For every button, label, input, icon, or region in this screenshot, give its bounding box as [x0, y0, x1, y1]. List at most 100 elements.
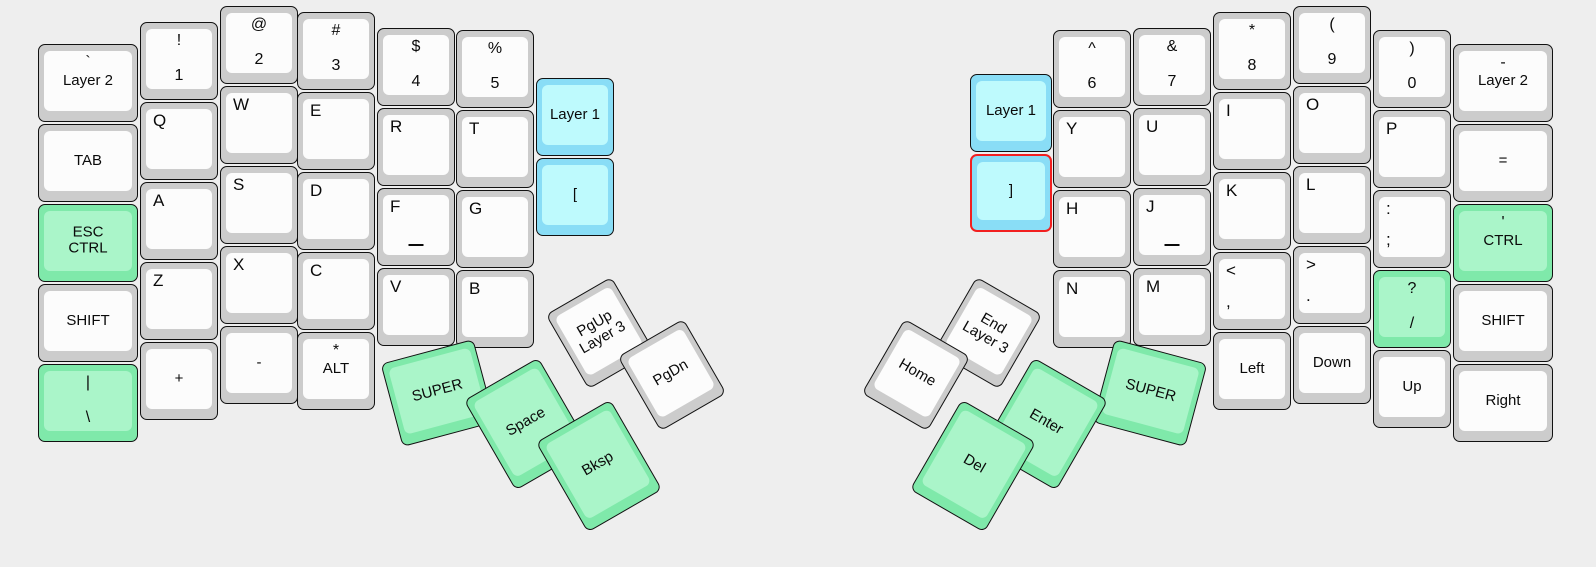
keycap-surface: (9 [1299, 13, 1365, 73]
middle-column-e[interactable]: E [297, 92, 375, 170]
pinky-column-?[interactable]: ?/ [1373, 270, 1451, 348]
index-inner-column-%[interactable]: %5 [456, 30, 534, 108]
key-legend: + [174, 369, 184, 387]
middle-column-d[interactable]: D [297, 172, 375, 250]
homing-bar-indicator [1164, 244, 1180, 246]
index-column-j[interactable]: J [1133, 188, 1211, 266]
index-column-&[interactable]: &7 [1133, 28, 1211, 106]
key-legend: > [1306, 255, 1316, 274]
ring-column-@[interactable]: @2 [220, 6, 298, 84]
index-column-v[interactable]: V [377, 268, 455, 346]
index-inner-column-y[interactable]: Y [1053, 110, 1131, 188]
middle-column-i[interactable]: I [1213, 92, 1291, 170]
index-inner-column-h[interactable]: H [1053, 190, 1131, 268]
key-legend: C [310, 261, 323, 280]
keycap-surface: SHIFT [44, 291, 132, 351]
keycap-surface: X [226, 253, 292, 313]
key-legend: PgDn [650, 355, 692, 390]
ring-column-down[interactable]: Down [1293, 326, 1371, 404]
keycap-surface: G [462, 197, 528, 257]
pinky-column-q[interactable]: Q [140, 102, 218, 180]
keycap-surface: :; [1379, 197, 1445, 257]
middle-column-c[interactable]: C [297, 252, 375, 330]
index-inner-column-g[interactable]: G [456, 190, 534, 268]
key-legend: Up [1402, 377, 1422, 395]
index-inner-column-n[interactable]: N [1053, 270, 1131, 348]
thumb-reach-column-][interactable]: ] [970, 154, 1052, 232]
pinky-column-![interactable]: !1 [140, 22, 218, 100]
thumb-reach-column-[[interactable]: [ [536, 158, 614, 236]
keycap-surface: |\ [44, 371, 132, 431]
middle-column-alt[interactable]: *ALT [297, 332, 375, 410]
index-column-f[interactable]: F [377, 188, 455, 266]
pinky-column-a[interactable]: A [140, 182, 218, 260]
pinky-outer-column-layer-2[interactable]: `Layer 2 [38, 44, 138, 122]
index-column-r[interactable]: R [377, 108, 455, 186]
keycap-surface: Right [1459, 371, 1547, 431]
pinky-outer-column-esc-ctrl[interactable]: ESC CTRL [38, 204, 138, 282]
pinky-column-)[interactable]: )0 [1373, 30, 1451, 108]
pinky-column-:[interactable]: :; [1373, 190, 1451, 268]
key-legend: ! [176, 32, 182, 49]
key-legend: < [1226, 261, 1236, 280]
key-legend: SHIFT [66, 311, 110, 329]
key-legend: PgUp Layer 3 [574, 306, 629, 358]
key-legend: 8 [1247, 57, 1257, 75]
middle-column-<[interactable]: <, [1213, 252, 1291, 330]
pinky-outer-column-right[interactable]: Right [1453, 364, 1553, 442]
ring-column-([interactable]: (9 [1293, 6, 1371, 84]
key-legend: TAB [73, 151, 103, 169]
keycap-surface: F [383, 195, 449, 255]
key-legend: Bksp [578, 447, 617, 480]
keycap-surface: &7 [1139, 35, 1205, 95]
key-legend: . [1306, 286, 1311, 305]
pinky-column-z[interactable]: Z [140, 262, 218, 340]
pinky-outer-column-layer-2[interactable]: -Layer 2 [1453, 44, 1553, 122]
pinky-outer-column-shift[interactable]: SHIFT [38, 284, 138, 362]
pinky-column-p[interactable]: P [1373, 110, 1451, 188]
middle-column-left[interactable]: Left [1213, 332, 1291, 410]
ring-column-s[interactable]: S [220, 166, 298, 244]
key-legend: Y [1066, 119, 1078, 138]
middle-column-*[interactable]: *8 [1213, 12, 1291, 90]
key-legend: K [1226, 181, 1238, 200]
key-legend: V [390, 277, 402, 296]
key-legend: ? [1407, 280, 1417, 297]
keycap-surface: U [1139, 115, 1205, 175]
pinky-outer-column-|[interactable]: |\ [38, 364, 138, 442]
ring-column-l[interactable]: L [1293, 166, 1371, 244]
thumb-key-super-super[interactable]: SUPER [1092, 339, 1208, 447]
keycap-surface: S [226, 173, 292, 233]
key-legend: N [1066, 279, 1079, 298]
index-inner-column-^[interactable]: ^6 [1053, 30, 1131, 108]
keycap-surface: Layer 1 [542, 85, 608, 145]
pinky-column-+[interactable]: + [140, 342, 218, 420]
index-column-$[interactable]: $4 [377, 28, 455, 106]
index-inner-column-t[interactable]: T [456, 110, 534, 188]
key-legend: , [1226, 292, 1231, 311]
key-legend: 9 [1327, 51, 1337, 69]
pinky-outer-column-=[interactable]: = [1453, 124, 1553, 202]
ring-column-w[interactable]: W [220, 86, 298, 164]
key-legend: : [1386, 199, 1391, 218]
ring-column--[interactable]: - [220, 326, 298, 404]
index-column-u[interactable]: U [1133, 108, 1211, 186]
middle-column-k[interactable]: K [1213, 172, 1291, 250]
pinky-outer-column-tab[interactable]: TAB [38, 124, 138, 202]
index-inner-column-b[interactable]: B [456, 270, 534, 348]
ring-column->[interactable]: >. [1293, 246, 1371, 324]
ring-column-o[interactable]: O [1293, 86, 1371, 164]
pinky-outer-column-shift[interactable]: SHIFT [1453, 284, 1553, 362]
key-legend: D [310, 181, 323, 200]
keycap-surface: - [226, 333, 292, 393]
thumb-reach-column-layer-1[interactable]: Layer 1 [536, 78, 614, 156]
thumb-reach-column-layer-1[interactable]: Layer 1 [970, 74, 1052, 152]
ring-column-x[interactable]: X [220, 246, 298, 324]
index-column-m[interactable]: M [1133, 268, 1211, 346]
pinky-column-up[interactable]: Up [1373, 350, 1451, 428]
middle-column-#[interactable]: #3 [297, 12, 375, 90]
pinky-outer-column-ctrl[interactable]: 'CTRL [1453, 204, 1553, 282]
keycap-surface: Down [1299, 333, 1365, 393]
key-legend: @ [250, 16, 268, 33]
